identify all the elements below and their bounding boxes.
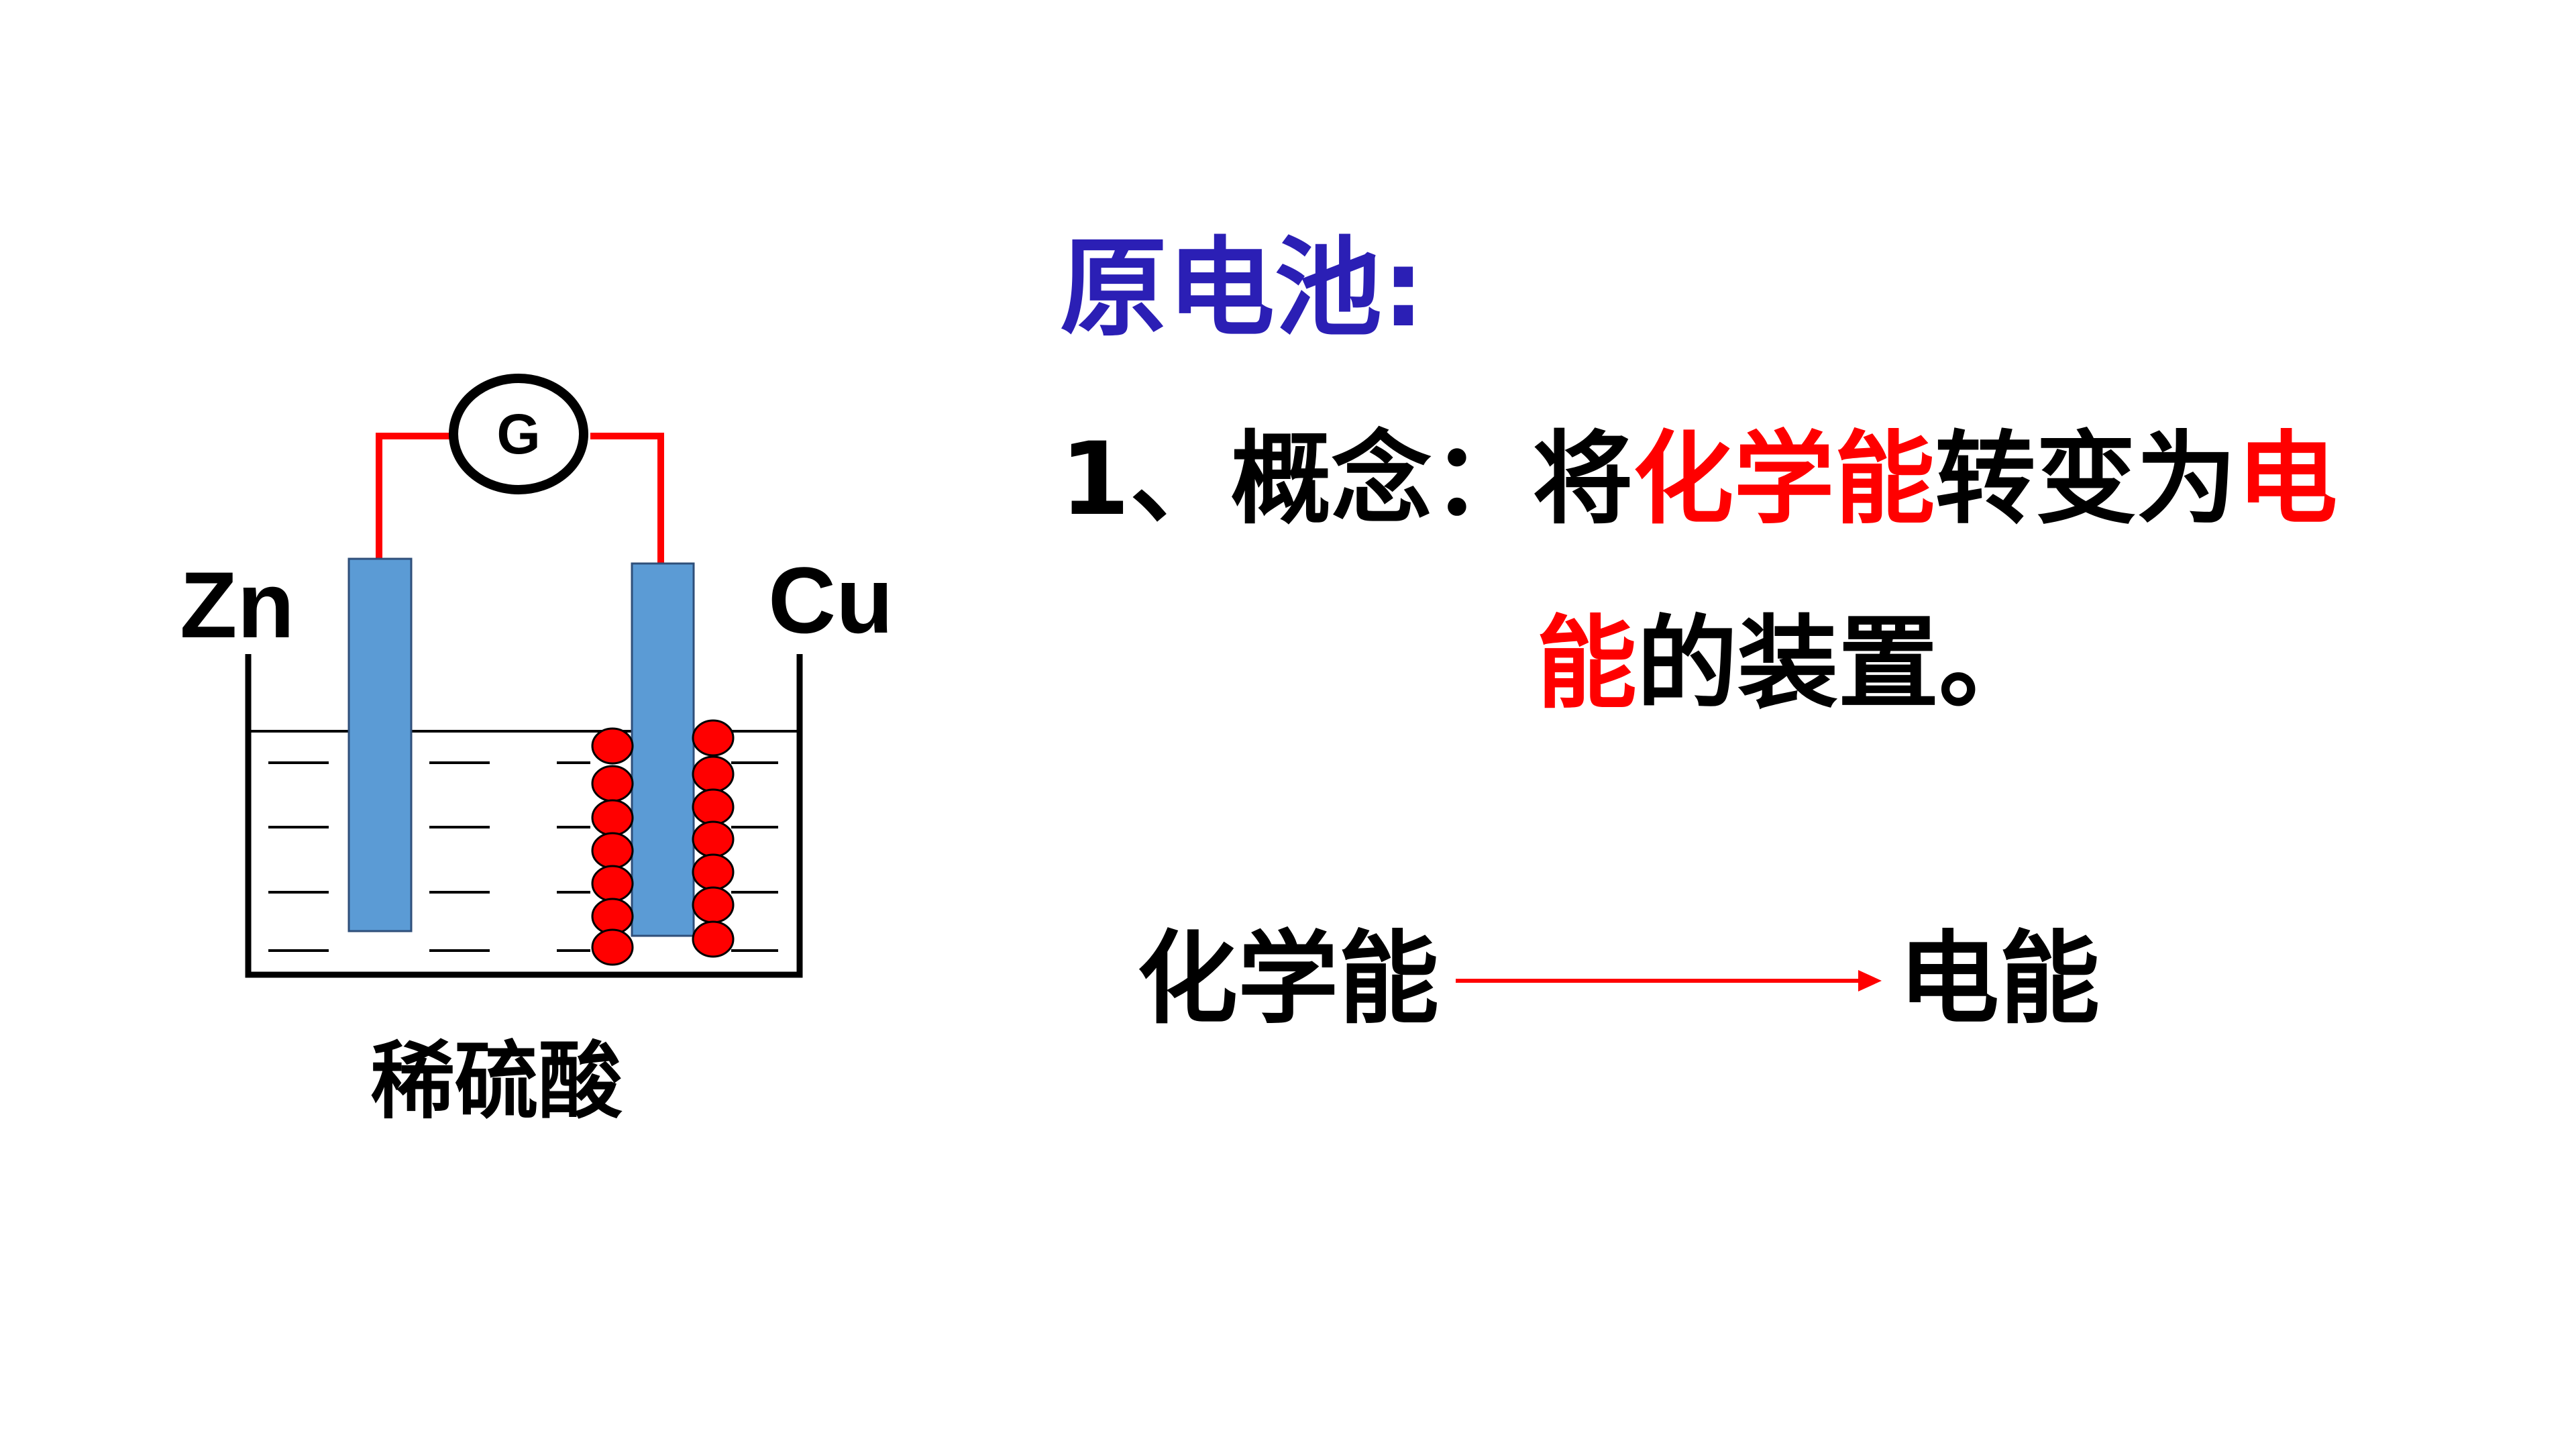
copper-label: Cu xyxy=(768,547,894,653)
concept-middle: 转变为 xyxy=(1935,421,2237,538)
concept-suffix: 的装置。 xyxy=(1637,606,2040,722)
bubble xyxy=(692,788,735,826)
electric-energy-term-part-1: 电 xyxy=(2237,421,2338,538)
bubble xyxy=(591,727,634,765)
bubble xyxy=(591,832,634,869)
bubble xyxy=(591,799,634,837)
galvanometer xyxy=(449,374,588,494)
bubble xyxy=(591,898,634,935)
left-wire xyxy=(376,433,463,560)
solution-marks xyxy=(268,761,778,952)
bubble xyxy=(692,886,735,924)
bubble xyxy=(692,755,735,793)
bubble xyxy=(692,920,735,958)
electric-energy-term-part-2: 能 xyxy=(1536,606,1638,722)
bubble xyxy=(591,928,634,966)
bubble xyxy=(692,820,735,858)
concept-definition-line-1: 1、概念：将化学能转变为电 xyxy=(1060,429,2337,530)
concept-prefix: 1、概念：将 xyxy=(1060,421,1633,538)
conversion-to-label: 电能 xyxy=(1898,921,2100,1038)
bubble xyxy=(692,853,735,891)
bubble xyxy=(591,865,634,902)
beaker xyxy=(245,654,803,978)
conversion-arrowhead xyxy=(1858,970,1882,991)
page-title: 原电池: xyxy=(1060,225,1425,351)
copper-electrode xyxy=(631,562,695,937)
conversion-from-label: 化学能 xyxy=(1137,921,1440,1038)
bubble xyxy=(591,765,634,802)
right-wire xyxy=(590,433,664,564)
hydrogen-bubbles xyxy=(591,719,735,966)
zinc-label: Zn xyxy=(180,552,294,657)
galvanometer-label: G xyxy=(496,402,540,466)
concept-definition-line-2: 能的装置。 xyxy=(1536,614,2039,714)
solution-label: 稀硫酸 xyxy=(371,1035,623,1128)
zinc-electrode xyxy=(347,557,413,932)
chemical-energy-term: 化学能 xyxy=(1633,421,1935,538)
bubble xyxy=(692,719,735,757)
